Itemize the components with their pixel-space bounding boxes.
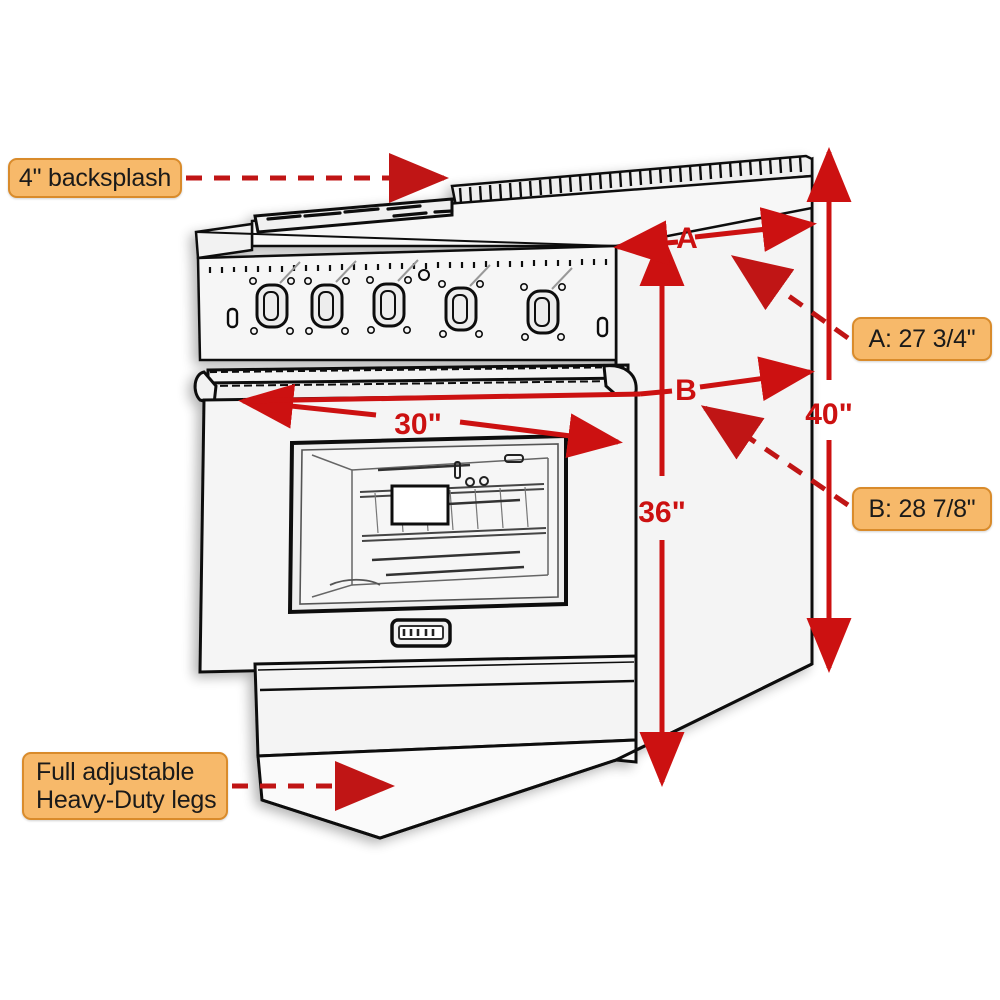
callout-backsplash: 4" backsplash xyxy=(8,158,182,198)
dimension-b-arrow xyxy=(242,356,815,404)
control-knob[interactable] xyxy=(303,276,350,335)
dimension-30in xyxy=(238,383,623,459)
oven-interior xyxy=(311,454,549,598)
range-illustration xyxy=(193,154,814,840)
adjustable-legs-base xyxy=(256,738,638,840)
control-panel xyxy=(196,244,618,362)
backsplash-vent-grille xyxy=(458,156,803,204)
dimension-label-36: 36" xyxy=(638,496,686,529)
control-knob[interactable] xyxy=(437,279,484,338)
oven-light xyxy=(390,484,450,526)
control-knob[interactable] xyxy=(519,282,566,341)
indicator-light xyxy=(596,316,609,338)
leader-b xyxy=(700,405,850,508)
dimension-label-30: 30" xyxy=(394,408,442,441)
range-side-panel xyxy=(614,156,814,763)
callout-legs-line2: Heavy-Duty legs xyxy=(36,786,217,814)
dimension-label-a: A xyxy=(676,222,698,255)
dimension-a-arrow xyxy=(613,207,817,266)
panel-screw xyxy=(418,269,430,281)
dimension-label-b: B xyxy=(675,374,697,407)
callout-legs-line1: Full adjustable xyxy=(36,758,195,786)
oven-window xyxy=(287,433,568,615)
brand-badge xyxy=(390,618,452,648)
leader-a xyxy=(730,255,850,341)
callout-depth-a: A: 27 3/4" xyxy=(852,317,992,361)
indicator-light xyxy=(226,307,239,329)
control-knob[interactable] xyxy=(249,276,295,335)
callout-adjustable-legs: Full adjustable Heavy-Duty legs xyxy=(22,752,228,820)
dimension-label-40: 40" xyxy=(805,398,853,431)
cooktop-grate xyxy=(266,204,422,221)
control-knob[interactable] xyxy=(365,275,412,334)
dimension-annotations: 30" 36" 40" A B xyxy=(186,147,853,811)
callout-depth-b: B: 28 7/8" xyxy=(852,487,992,531)
oven-door[interactable] xyxy=(198,392,638,674)
